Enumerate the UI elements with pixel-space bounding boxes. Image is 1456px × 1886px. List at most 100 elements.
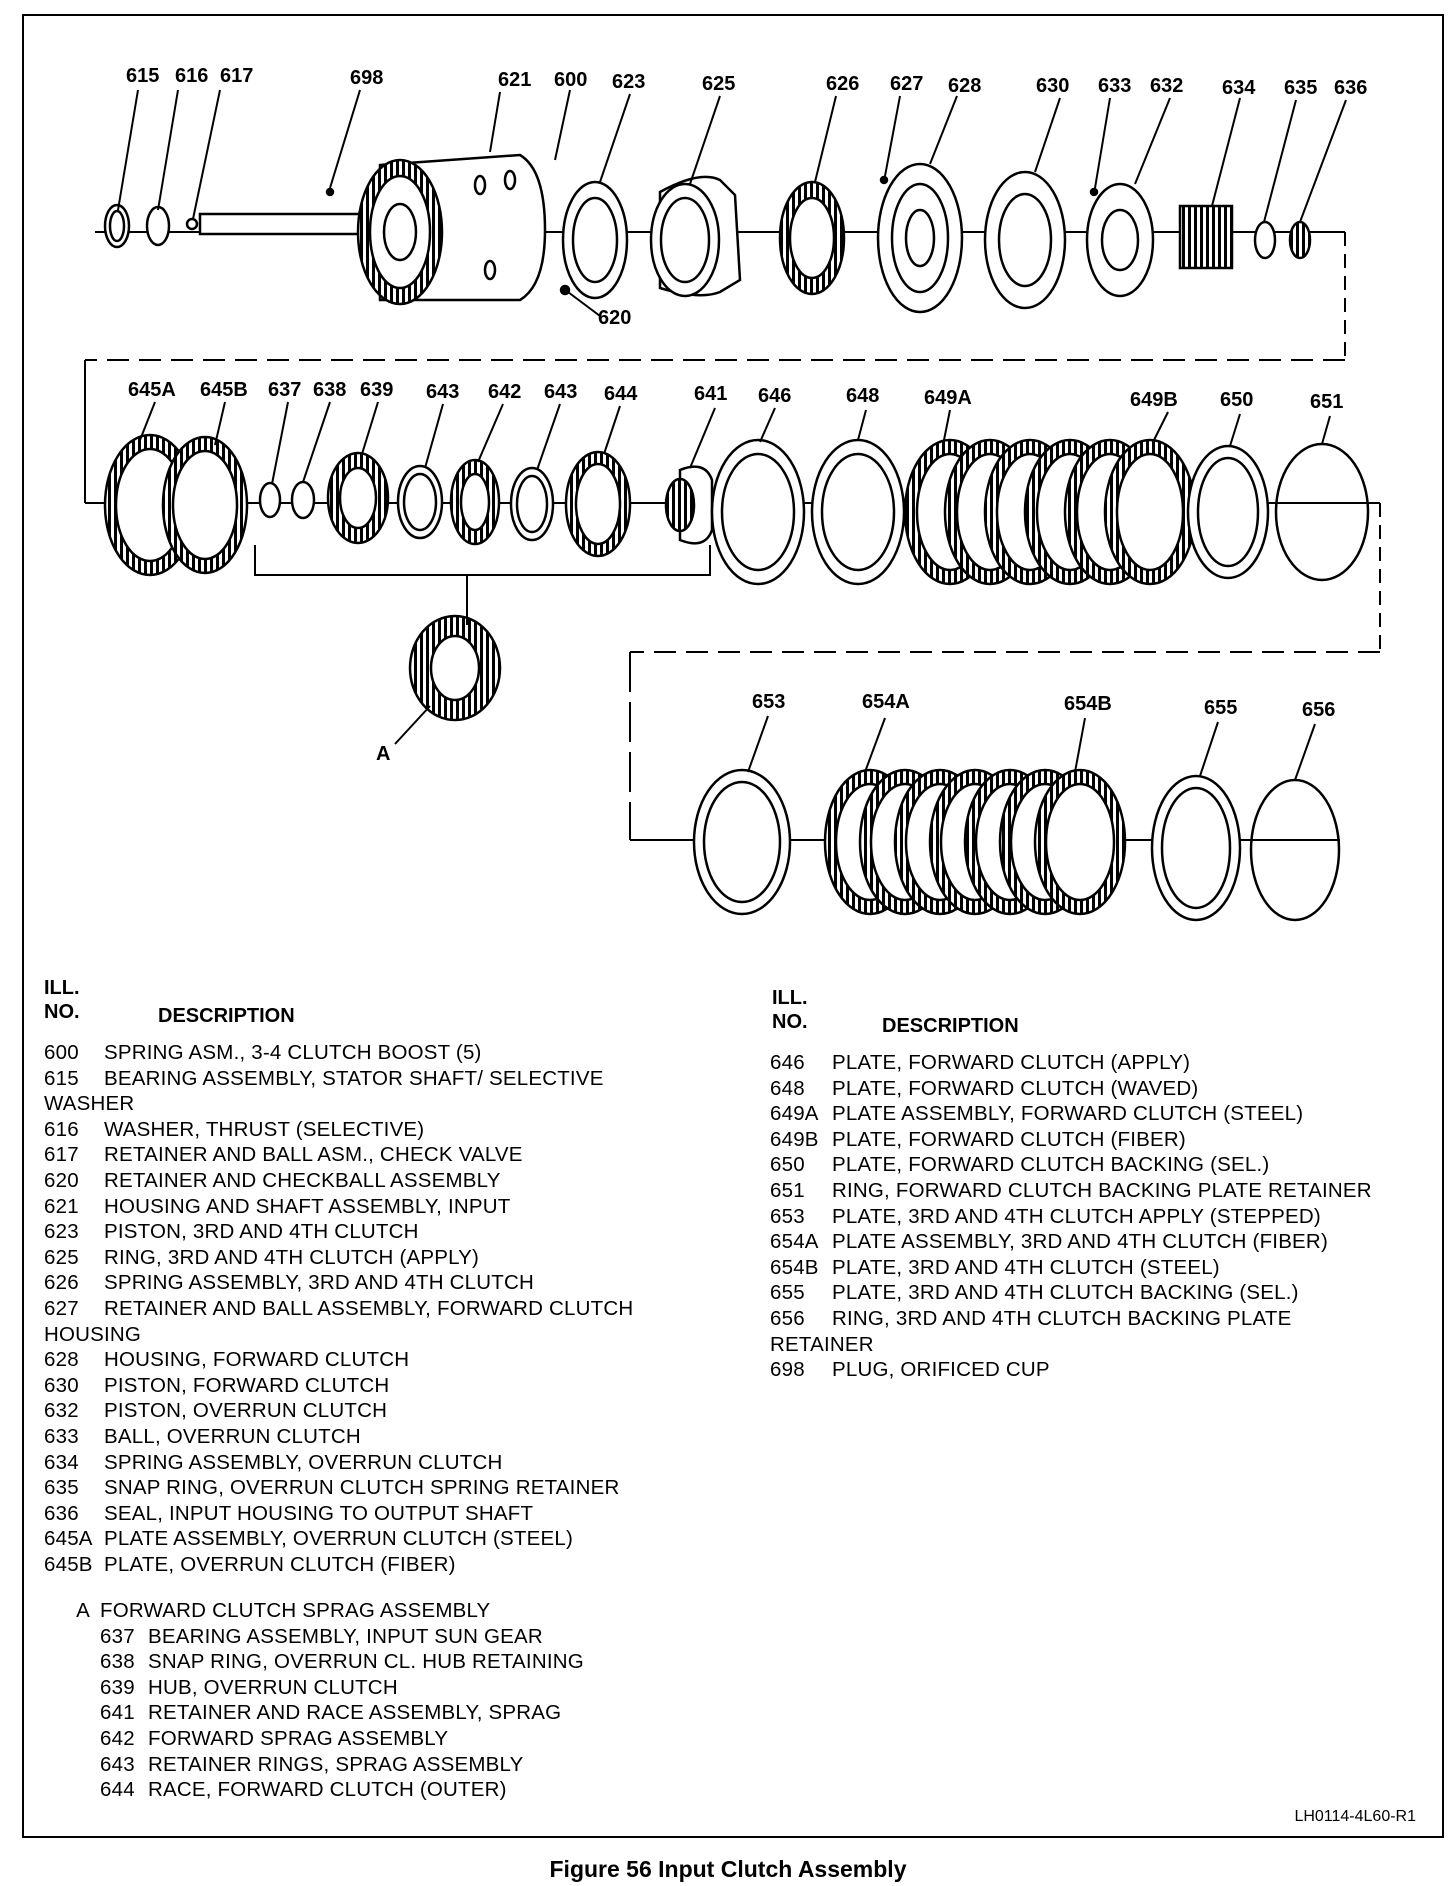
part-number: 639: [100, 1675, 135, 1699]
part-number: 628: [44, 1348, 79, 1372]
part-row: 628 HOUSING, FORWARD CLUTCH: [44, 1347, 633, 1373]
callout-654b: 654B: [1064, 693, 1112, 715]
part-description: PISTON, FORWARD CLUTCH: [104, 1373, 390, 1397]
part-description: RACE, FORWARD CLUTCH (OUTER): [148, 1778, 507, 1802]
part-description: SNAP RING, OVERRUN CLUTCH SPRING RETAINE…: [104, 1476, 620, 1500]
callout-630: 630: [1036, 75, 1069, 97]
figure-caption: Figure 56 Input Clutch Assembly: [549, 1856, 907, 1882]
part-description: PLATE, 3RD AND 4TH CLUTCH BACKING (SEL.): [832, 1281, 1299, 1305]
part-row: 636 SEAL, INPUT HOUSING TO OUTPUT SHAFT: [44, 1501, 633, 1527]
part-description: PLUG, ORIFICED CUP: [832, 1358, 1050, 1382]
callout-636: 636: [1334, 77, 1367, 99]
part-description: SPRING ASSEMBLY, 3RD AND 4TH CLUTCH: [104, 1271, 535, 1295]
part-description: RING, FORWARD CLUTCH BACKING PLATE RETAI…: [832, 1178, 1372, 1202]
row1-parts: [103, 153, 1312, 314]
part-number: 646: [770, 1051, 805, 1074]
part-number: 632: [44, 1399, 79, 1423]
callout-632: 632: [1150, 75, 1183, 97]
part-number: 620: [44, 1168, 79, 1192]
part-number: 654B: [770, 1255, 819, 1279]
part-description: PLATE, FORWARD CLUTCH (FIBER): [832, 1127, 1186, 1151]
callout-621: 621: [498, 69, 531, 91]
part-number: 621: [44, 1194, 79, 1218]
row2-callout-labels: 645A 645B 637 638 639 643 642 643 644 64…: [128, 379, 1343, 765]
callout-639: 639: [360, 379, 393, 401]
part-number: 635: [44, 1476, 79, 1500]
part-number: 617: [44, 1143, 79, 1167]
part-row: 654B PLATE, 3RD AND 4TH CLUTCH (STEEL): [770, 1255, 1372, 1281]
part-number: 648: [770, 1076, 805, 1100]
callout-644: 644: [604, 383, 638, 405]
ill-no-header-line1: ILL.: [44, 977, 80, 999]
part-651-retainer-ring: [1274, 442, 1370, 582]
part-number: 643: [100, 1752, 135, 1776]
callout-698: 698: [350, 67, 383, 89]
part-number: 645B: [44, 1552, 93, 1576]
callout-634: 634: [1222, 77, 1256, 99]
part-description: RETAINER AND BALL ASM., CHECK VALVE: [104, 1143, 523, 1167]
row3-leaders: [747, 715, 1316, 781]
part-description: HOUSING, FORWARD CLUTCH: [104, 1348, 410, 1372]
part-description: PLATE, FORWARD CLUTCH (WAVED): [832, 1076, 1199, 1100]
callout-627: 627: [890, 73, 923, 95]
part-number: 655: [770, 1281, 805, 1305]
part-number: 615: [44, 1066, 79, 1090]
part-description: PLATE, OVERRUN CLUTCH (FIBER): [104, 1552, 456, 1576]
part-637-bearing: [258, 481, 282, 519]
part-number: 637: [100, 1624, 135, 1648]
part-number: 633: [44, 1424, 79, 1448]
row2-parts: [103, 433, 1370, 722]
part-description: SNAP RING, OVERRUN CL. HUB RETAINING: [148, 1650, 584, 1674]
row2-leaders: [139, 401, 1331, 745]
callout-645b: 645B: [200, 379, 248, 401]
part-number: 627: [44, 1296, 79, 1320]
callout-651: 651: [1310, 391, 1343, 413]
part-description: PLATE ASSEMBLY, OVERRUN CLUTCH (STEEL): [104, 1527, 573, 1551]
part-description: PISTON, OVERRUN CLUTCH: [104, 1399, 388, 1423]
part-description: FORWARD SPRAG ASSEMBLY: [148, 1726, 449, 1750]
part-number: 642: [100, 1726, 135, 1750]
part-description: PLATE ASSEMBLY, 3RD AND 4TH CLUTCH (FIBE…: [832, 1230, 1328, 1254]
part-635-snap-ring: [1253, 220, 1277, 260]
callout-649b: 649B: [1130, 389, 1178, 411]
part-description: BEARING ASSEMBLY, STATOR SHAFT/ SELECTIV…: [104, 1066, 604, 1090]
callout-648: 648: [846, 385, 879, 407]
part-number: 653: [770, 1204, 805, 1228]
ill-no-header-line2: NO.: [44, 1001, 80, 1023]
part-number: 626: [44, 1271, 79, 1295]
part-description: SPRING ASSEMBLY, OVERRUN CLUTCH: [104, 1450, 503, 1474]
exploded-view-diagram: 615 616 617 698 621 600 623 625 626 627 …: [84, 65, 1381, 922]
part-number: 654A: [770, 1230, 819, 1254]
right-table-header: ILL. NO.: [772, 986, 808, 1034]
part-654-plate-stack: [823, 768, 1127, 916]
callout-654a: 654A: [862, 691, 910, 713]
part-description: PLATE, 3RD AND 4TH CLUTCH (STEEL): [832, 1255, 1220, 1279]
callout-653: 653: [752, 691, 785, 713]
callout-643: 643: [426, 381, 459, 403]
ill-no-header-line2-right: NO.: [772, 1011, 808, 1033]
part-number: 636: [44, 1501, 79, 1525]
callout-643-b: 643: [544, 381, 577, 403]
part-number: 649B: [770, 1127, 819, 1151]
part-description: RING, 3RD AND 4TH CLUTCH BACKING PLATE: [832, 1306, 1292, 1330]
part-description: SEAL, INPUT HOUSING TO OUTPUT SHAFT: [104, 1501, 534, 1525]
part-description: SPRING ASM., 3-4 CLUTCH BOOST (5): [104, 1041, 482, 1064]
callout-655: 655: [1204, 697, 1237, 719]
callout-638: 638: [313, 379, 346, 401]
part-row: 626 SPRING ASSEMBLY, 3RD AND 4TH CLUTCH: [44, 1270, 633, 1296]
callout-641: 641: [694, 383, 727, 405]
callout-637: 637: [268, 379, 301, 401]
part-description: RING, 3RD AND 4TH CLUTCH (APPLY): [104, 1245, 480, 1269]
callout-642: 642: [488, 381, 521, 403]
